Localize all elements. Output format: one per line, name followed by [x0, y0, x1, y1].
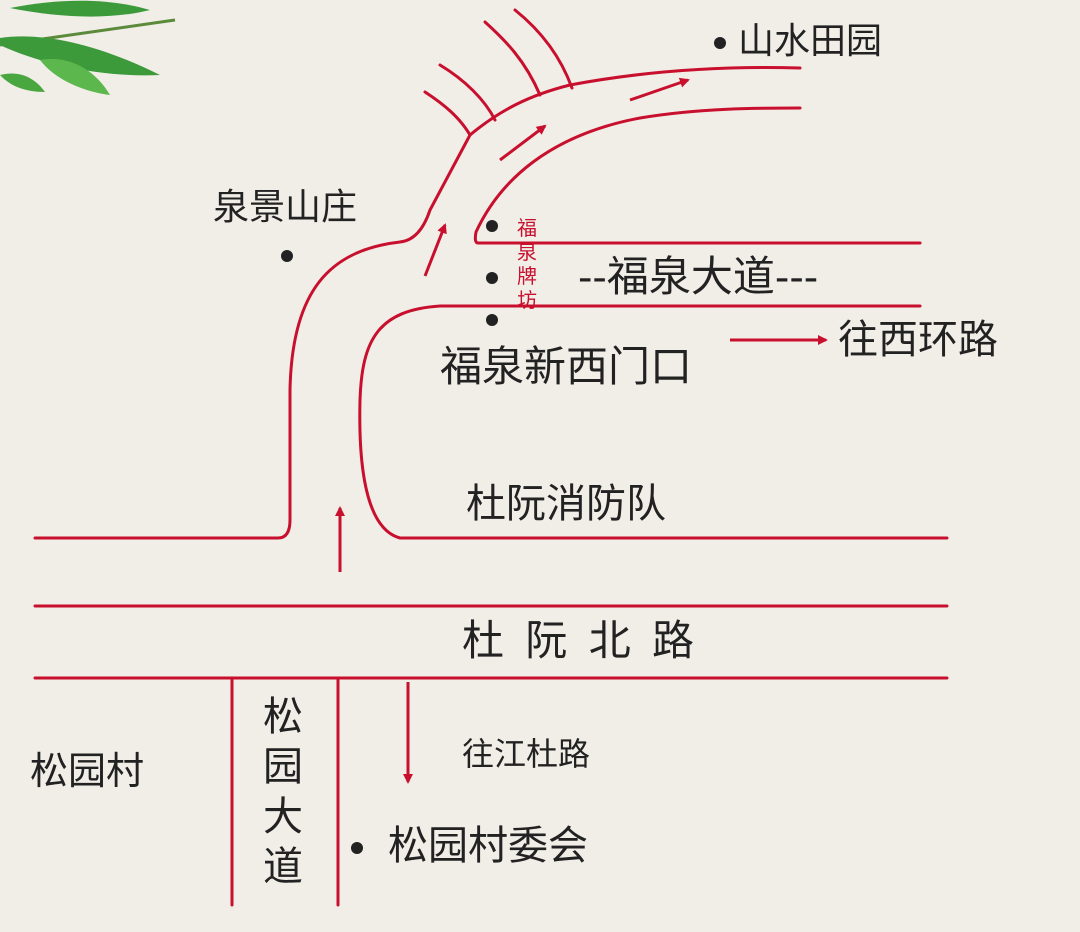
place-fuquan-paifang-text: 福泉牌坊	[517, 216, 537, 312]
branch-road-3	[483, 20, 542, 97]
place-songyuan-committee: 松园村委会	[388, 823, 588, 869]
upper-road-north	[468, 66, 802, 137]
west-road-curve	[33, 133, 472, 540]
place-shanshui-tianyuan: 山水田园	[738, 21, 883, 62]
location-dot-icon	[281, 37, 726, 854]
road-fuquan-avenue: --福泉大道---	[578, 255, 819, 301]
direction-jiangdu-road: 往江杜路	[462, 735, 591, 773]
fuquan-avenue-label: 福泉大道	[606, 252, 775, 301]
fuquan-avenue-dashes-left: --	[578, 255, 607, 301]
branch-road-2	[438, 63, 497, 122]
road-dudun-north-road: 杜 阮 北 路	[462, 616, 699, 665]
place-fuquan-new-west-gate: 福泉新西门口	[440, 342, 693, 391]
place-fuquan-paifang: 福泉牌坊	[516, 216, 542, 312]
place-quanjing-shanzhuang: 泉景山庄	[213, 187, 358, 228]
bamboo-leaf-icon	[0, 0, 176, 95]
direction-arrow-icon	[335, 77, 828, 784]
direction-west-ring-road: 往西环路	[838, 317, 998, 363]
fuquan-avenue-edge-top	[473, 106, 922, 245]
place-songyuan-village: 松园村	[30, 749, 145, 793]
branch-road-1	[423, 90, 472, 137]
branch-road-4	[513, 8, 574, 90]
road-songyuan-avenue-text: 松园大道	[263, 694, 303, 890]
road-songyuan-avenue: 松园大道	[262, 692, 306, 892]
fire-station-road-curve	[358, 304, 949, 540]
place-dudun-fire-station: 杜阮消防队	[466, 481, 666, 527]
fuquan-avenue-dashes-right: ---	[774, 255, 819, 301]
